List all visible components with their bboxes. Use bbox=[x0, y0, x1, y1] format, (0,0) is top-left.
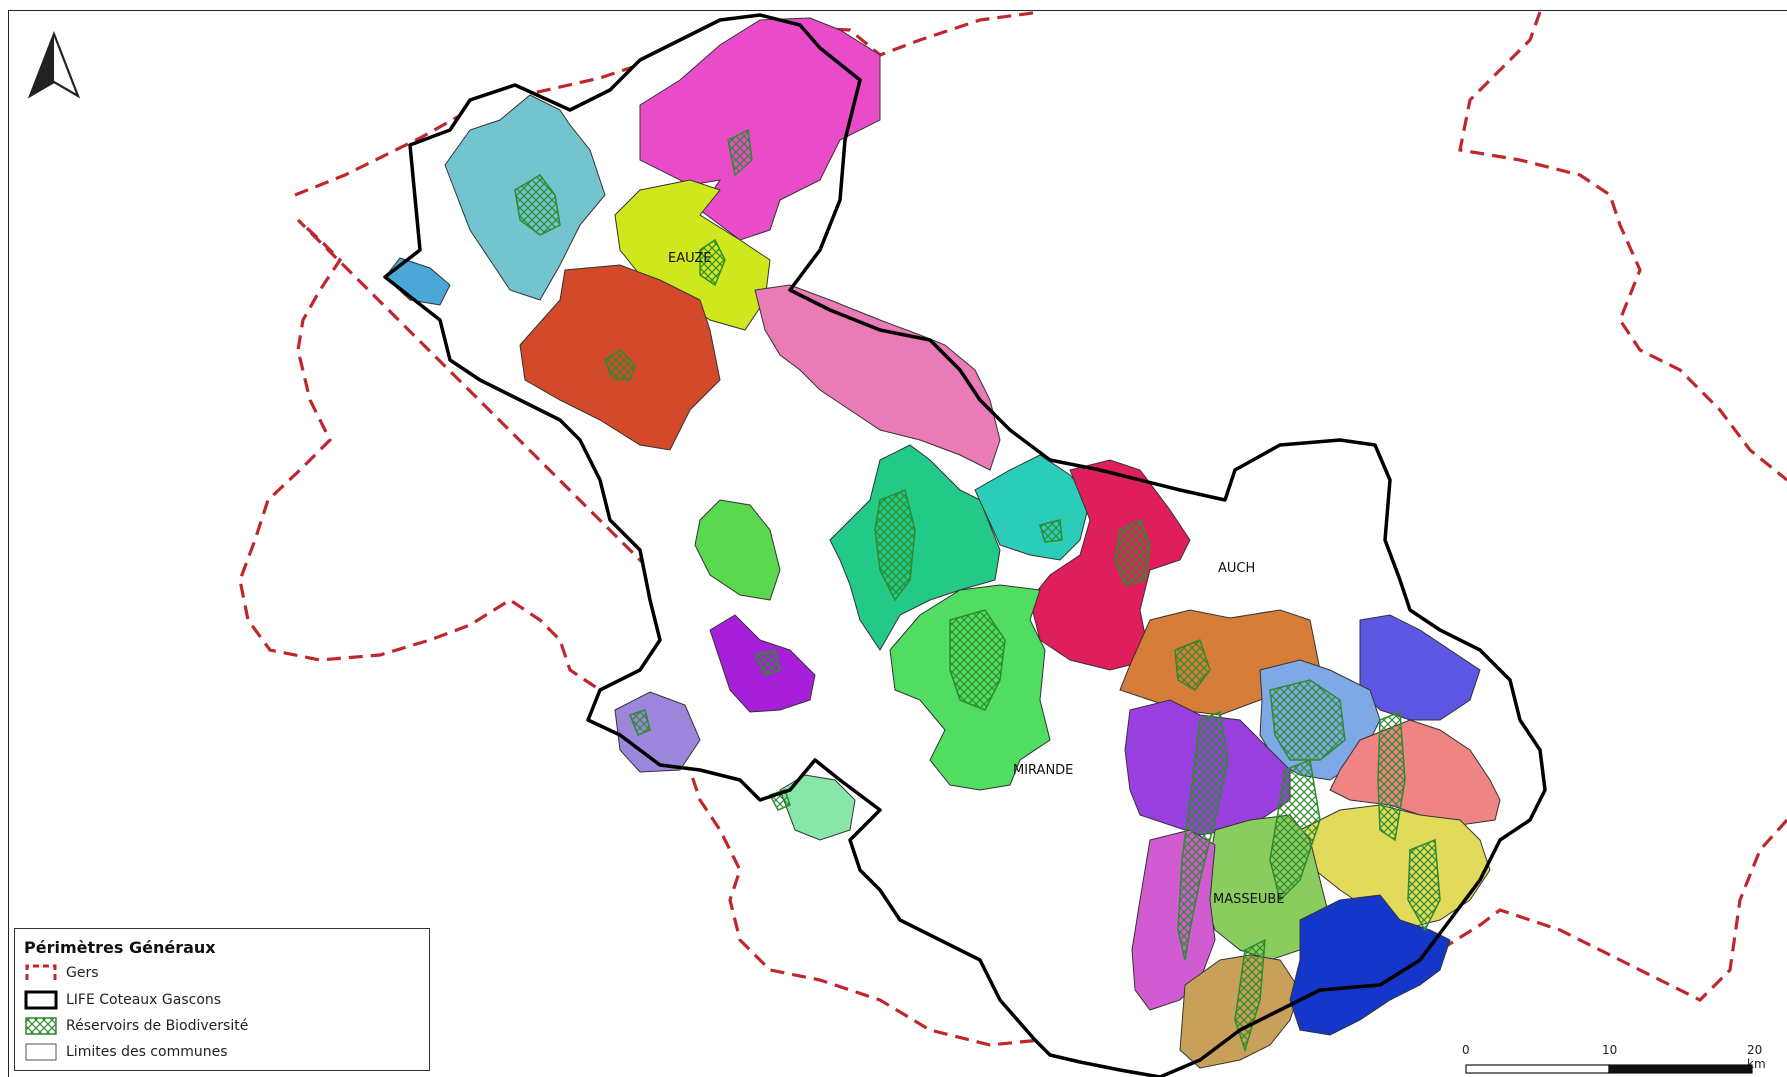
legend-label-life: LIFE Coteaux Gascons bbox=[66, 992, 222, 1008]
legend-item-communes: Limites des communes bbox=[24, 1042, 228, 1062]
region-blue-violet[interactable] bbox=[1359, 614, 1481, 721]
black-outline-icon bbox=[24, 990, 58, 1010]
region-light-green[interactable] bbox=[694, 499, 781, 601]
town-label-auch: AUCH bbox=[1218, 561, 1255, 576]
legend-label-communes: Limites des communes bbox=[66, 1044, 228, 1060]
region-sky-blue[interactable] bbox=[384, 257, 451, 306]
legend-item-gers: Gers bbox=[24, 963, 99, 983]
town-label-eauze: EAUZE bbox=[668, 251, 712, 266]
legend-label-reservoirs: Réservoirs de Biodiversité bbox=[66, 1018, 249, 1034]
scale-bar-graphic bbox=[1465, 1064, 1753, 1074]
scale-label-0: 0 bbox=[1462, 1043, 1470, 1057]
north-arrow-icon bbox=[27, 30, 81, 99]
region-salmon[interactable] bbox=[1329, 719, 1501, 826]
green-hatch-icon bbox=[25, 1017, 57, 1035]
scale-label-10: 10 bbox=[1602, 1043, 1618, 1057]
legend-panel: Périmètres Généraux Gers LIFE Coteaux Ga… bbox=[14, 928, 430, 1071]
region-pink[interactable] bbox=[754, 284, 1001, 471]
region-magenta[interactable] bbox=[639, 17, 881, 241]
thin-outline-icon bbox=[25, 1043, 57, 1061]
region-lavender[interactable] bbox=[614, 691, 701, 773]
town-label-mirande: MIRANDE bbox=[1013, 763, 1073, 778]
legend-title: Périmètres Généraux bbox=[24, 938, 216, 957]
legend-label-gers: Gers bbox=[66, 965, 99, 981]
biodiversity-reservoirs bbox=[514, 128, 1441, 1053]
legend-item-life: LIFE Coteaux Gascons bbox=[24, 990, 221, 1010]
region-green-sea[interactable] bbox=[829, 444, 1001, 651]
region-royal-blue[interactable] bbox=[1289, 894, 1451, 1036]
scale-bar: 0 10 20 km bbox=[1462, 1043, 1766, 1077]
dashed-red-boundary-icon bbox=[25, 964, 57, 980]
region-mint[interactable] bbox=[779, 774, 856, 841]
town-label-masseube: MASSEUBE bbox=[1213, 892, 1284, 907]
life-coteaux-outline bbox=[383, 13, 1547, 1077]
legend-item-reservoirs: Réservoirs de Biodiversité bbox=[24, 1016, 248, 1036]
map-frame bbox=[8, 10, 1787, 1077]
